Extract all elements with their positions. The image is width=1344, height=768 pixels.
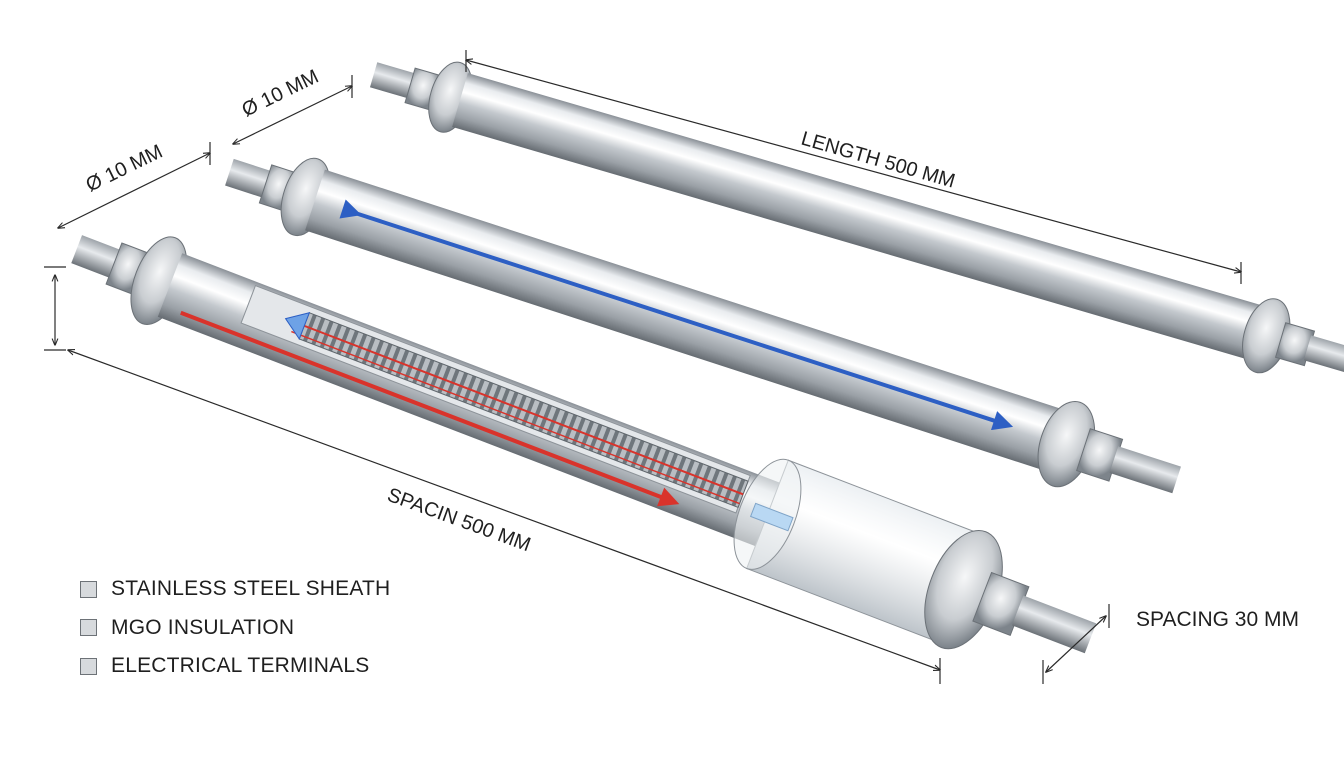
diameter-label-1: Ø 10 MM [83,141,167,197]
legend-swatch [80,619,97,637]
legend-item-sheath: STAINLESS STEEL SHEATH [80,570,390,609]
legend: STAINLESS STEEL SHEATH MGO INSULATION EL… [80,570,390,686]
spacin-label: SPACIN 500 MM [384,484,533,556]
legend-label: STAINLESS STEEL SHEATH [111,577,391,601]
spacing-label: SPACING 30 MM [1136,608,1299,631]
legend-swatch [80,657,97,675]
heat-arrow [180,310,680,507]
rear-rod-sheath [452,73,1275,363]
front-rod-right-thread [1011,595,1097,654]
legend-label: ELECTRICAL TERMINALS [111,654,370,678]
legend-swatch [80,580,97,598]
legend-label: MGO INSULATION [111,615,295,639]
legend-item-terminals: ELECTRICAL TERMINALS [80,647,390,686]
diameter-label-2: Ø 10 MM [239,66,323,122]
rear-rod-right-thread [1303,335,1344,378]
middle-rod-right-thread [1109,446,1181,494]
legend-item-insulation: MGO INSULATION [80,609,390,648]
dimension-lines [44,50,1241,684]
